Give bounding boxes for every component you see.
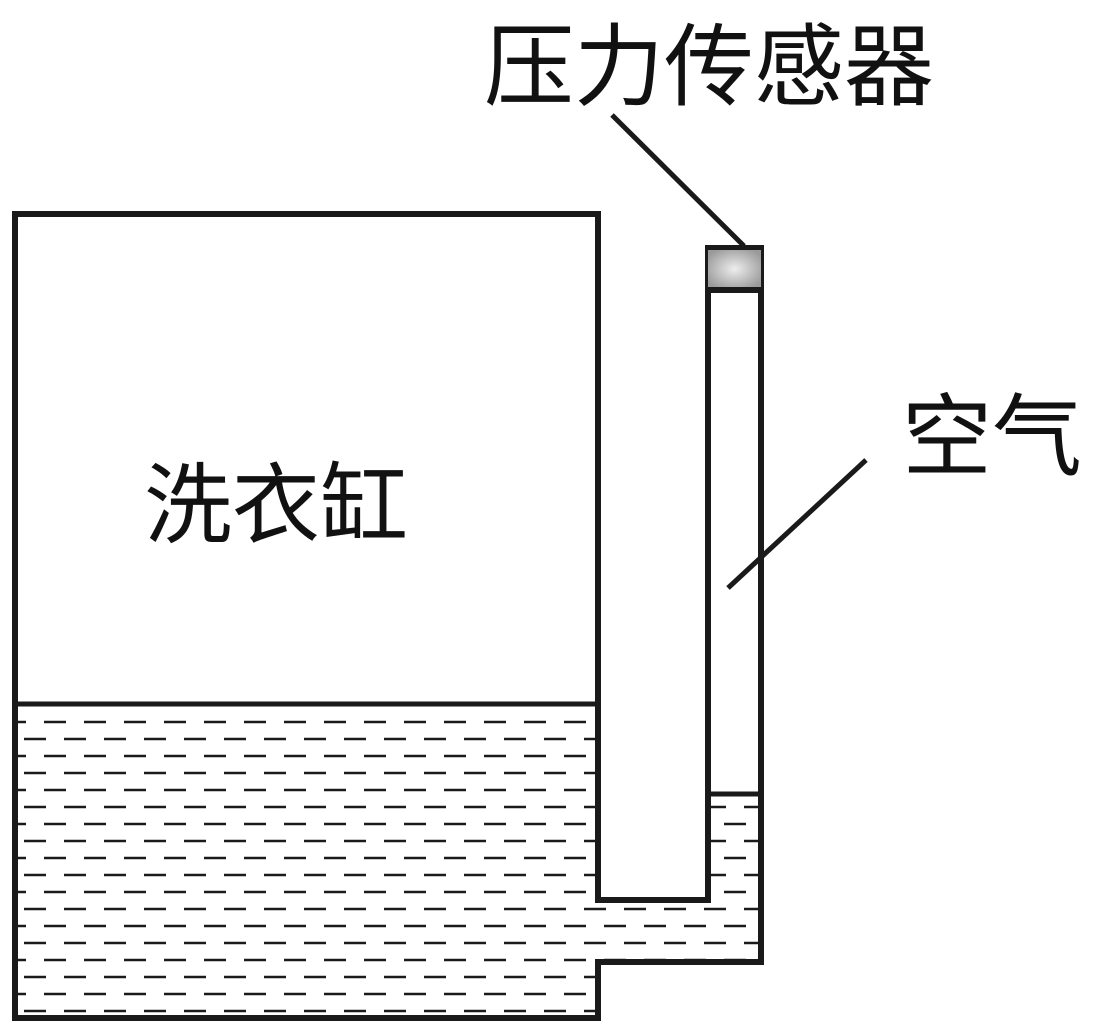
sensor-label: 压力传感器: [484, 15, 934, 120]
tub-label: 洗衣缸: [144, 454, 408, 557]
sensor-leader-line: [610, 113, 746, 248]
vessel-outline: [12, 211, 764, 1021]
air-label: 空气: [902, 385, 1082, 490]
pressure-sensor: [708, 250, 761, 288]
air-leader-line: [726, 458, 868, 590]
water-region: [15, 706, 761, 1018]
